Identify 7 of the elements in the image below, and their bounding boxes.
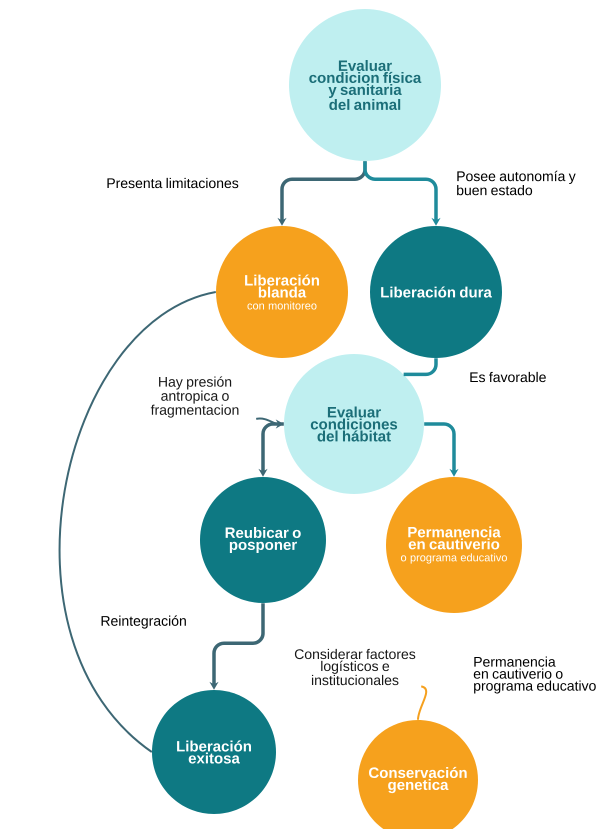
note-text: Considerar factores logísticos e institucionales [294, 648, 416, 686]
edge-label: Presenta limitaciones [107, 178, 238, 188]
edge-label: Es favorable [470, 372, 546, 382]
edge-label: Reintegración [102, 615, 186, 629]
note-text: Permanencia en cautiverio o programa educativo [474, 656, 596, 694]
note-text: Hay presión antropica o fragmentacion [150, 376, 238, 418]
edge-label: Posee autonomía y buen estado [457, 170, 576, 196]
